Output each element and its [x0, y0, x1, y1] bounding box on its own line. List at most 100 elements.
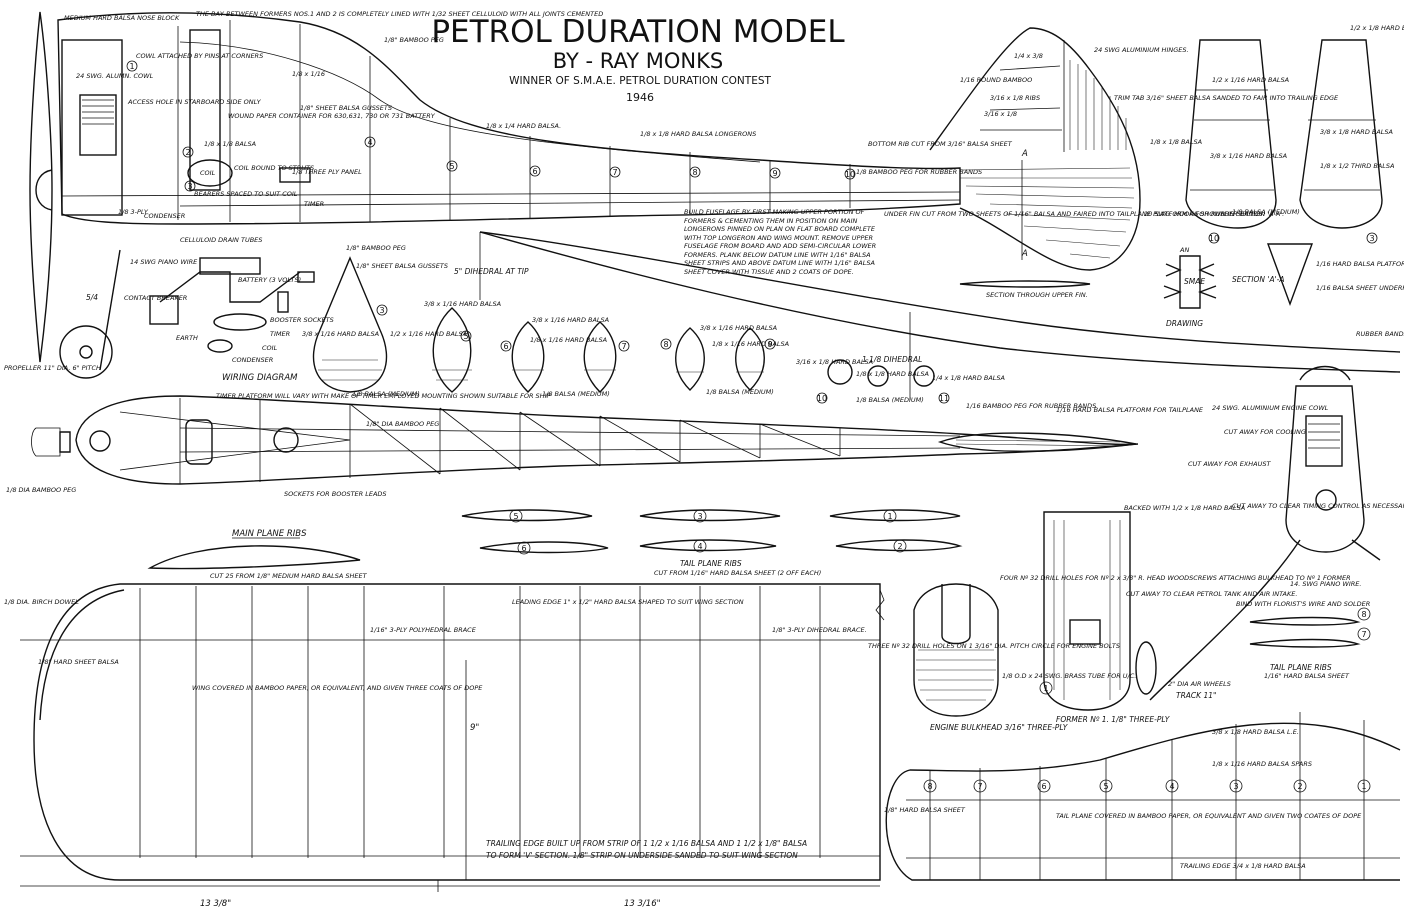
- three-ply-panel: [279, 167, 311, 183]
- wing-ribs: [139, 586, 821, 858]
- spinner: [35, 169, 53, 211]
- svg-text:1/16 ROUND BAMBOO: 1/16 ROUND BAMBOO: [960, 76, 1032, 84]
- tail-rib-right-2: [1249, 638, 1361, 648]
- svg-text:ACCESS HOLE IN STARBOARD SIDE: ACCESS HOLE IN STARBOARD SIDE ONLY: [127, 98, 262, 106]
- main-title: PETROL DURATION MODEL: [431, 14, 845, 50]
- svg-text:BACKED WITH 1/2 x 1/8 HARD BAL: BACKED WITH 1/2 x 1/8 HARD BALSA: [1124, 504, 1245, 512]
- svg-text:1/8 BALSA (MEDIUM): 1/8 BALSA (MEDIUM): [1232, 208, 1300, 216]
- svg-text:4: 4: [367, 138, 372, 147]
- svg-text:A: A: [1021, 149, 1028, 159]
- former-3: [312, 256, 388, 393]
- svg-text:SECTION THROUGH UPPER FIN.: SECTION THROUGH UPPER FIN.: [986, 291, 1088, 299]
- svg-text:TRIM TAB 3/16" SHEET BALSA SAN: TRIM TAB 3/16" SHEET BALSA SANDED TO FAI…: [1114, 94, 1339, 102]
- former-8: [735, 327, 765, 391]
- svg-text:1/8 BALSA (MEDIUM): 1/8 BALSA (MEDIUM): [706, 388, 774, 396]
- svg-text:SECTION 'A'-A: SECTION 'A'-A: [1232, 275, 1285, 284]
- svg-text:BOTTOM RIB CUT FROM 3/16" BALS: BOTTOM RIB CUT FROM 3/16" BALSA SHEET: [868, 140, 1013, 148]
- badge-wings: [1163, 263, 1217, 299]
- wing-upper-edge: [479, 231, 1401, 353]
- coil: [187, 159, 233, 187]
- svg-text:CONTACT BREAKER: CONTACT BREAKER: [124, 294, 187, 302]
- svg-text:1/8 BAMBOO PEG FOR RUBBER BAND: 1/8 BAMBOO PEG FOR RUBBER BANDS: [856, 168, 982, 176]
- svg-text:WIRING DIAGRAM: WIRING DIAGRAM: [222, 373, 298, 383]
- svg-text:10: 10: [845, 170, 855, 179]
- wing-outline: [33, 583, 881, 881]
- author: BY - RAY MONKS: [553, 49, 723, 73]
- svg-text:4: 4: [697, 542, 702, 551]
- former-4: [432, 307, 472, 393]
- svg-text:14. SWG PIANO WIRE.: 14. SWG PIANO WIRE.: [1290, 580, 1361, 588]
- svg-text:1: 1: [1043, 684, 1048, 693]
- smae-badge: AN SMAE DRAWING: [1163, 246, 1217, 328]
- tailplane-outline: [885, 722, 1401, 881]
- fin-labels: 1/4 x 3/8 1/16 ROUND BAMBOO 3/16 x 1/8 R…: [884, 46, 1339, 299]
- plan-cross-members: [179, 398, 961, 484]
- svg-text:10: 10: [1209, 234, 1219, 243]
- svg-text:A: A: [1021, 249, 1028, 259]
- svg-text:TAIL PLANE COVERED IN BAMBOO P: TAIL PLANE COVERED IN BAMBOO PAPER, OR E…: [1056, 812, 1362, 820]
- svg-text:1/8" SHEET BALSA GUSSETS: 1/8" SHEET BALSA GUSSETS: [356, 262, 448, 270]
- svg-text:1/8" DIA BAMBOO PEG: 1/8" DIA BAMBOO PEG: [366, 420, 439, 428]
- svg-text:1/8 3-PLY: 1/8 3-PLY: [118, 208, 149, 216]
- tail-rib-3: [639, 509, 781, 522]
- dihedral-centre-label: 1 1/8 DIHEDRAL: [862, 355, 922, 364]
- svg-text:4: 4: [1169, 782, 1174, 791]
- svg-text:1/8" SHEET BALSA GUSSETS: 1/8" SHEET BALSA GUSSETS: [300, 104, 392, 112]
- svg-text:2: 2: [897, 542, 902, 551]
- svg-text:1/16" 3-PLY POLYHEDRAL BRACE: 1/16" 3-PLY POLYHEDRAL BRACE: [370, 626, 477, 634]
- datum-longeron: [179, 199, 961, 207]
- booster-socket: [277, 291, 289, 313]
- svg-text:CELLULOID DRAIN TUBES: CELLULOID DRAIN TUBES: [180, 236, 262, 244]
- fin-side: 1/4 x 3/8 1/16 ROUND BAMBOO 3/16 x 1/8 R…: [884, 27, 1339, 299]
- svg-text:1/8" BAMBOO PEG: 1/8" BAMBOO PEG: [384, 36, 444, 44]
- svg-text:3/8 x 1/16 HARD BALSA: 3/8 x 1/16 HARD BALSA: [1210, 152, 1287, 160]
- svg-text:CUT AWAY TO CLEAR TIMING CONTR: CUT AWAY TO CLEAR TIMING CONTROL AS NECE…: [1232, 502, 1404, 510]
- svg-text:SMAE: SMAE: [1184, 277, 1205, 286]
- svg-text:6: 6: [503, 342, 508, 351]
- svg-text:1/8 BALSA (MEDIUM): 1/8 BALSA (MEDIUM): [542, 390, 610, 398]
- former-5: [511, 321, 545, 393]
- wing-front-view: 5" DIHEDRAL AT TIP 1 1/8 DIHEDRAL: [454, 231, 1401, 400]
- svg-text:COWL ATTACHED BY PINS AT CORNE: COWL ATTACHED BY PINS AT CORNERS: [136, 52, 263, 60]
- svg-text:1: 1: [129, 62, 134, 71]
- battery-container: [189, 29, 221, 191]
- former-section-numbers: 3 5 6 7 8 9 10 11: [376, 304, 950, 404]
- svg-text:TAIL PLANE RIBS: TAIL PLANE RIBS: [1270, 663, 1332, 672]
- wing-plan: 1/8 DIA. BIRCH DOWEL 1/8" HARD SHEET BAL…: [4, 583, 885, 909]
- front-engine: [1305, 415, 1343, 467]
- fin-outline: [929, 27, 1141, 271]
- nose-boss: [59, 431, 71, 453]
- former-sections: 3 5 6 7 8 9 10 11 1/8" BAMBOO PEG 1/8" S…: [302, 244, 1005, 404]
- nose-front-outline: [1285, 385, 1365, 553]
- svg-text:3: 3: [187, 182, 192, 191]
- svg-text:WING COVERED IN BAMBOO PAPER,: WING COVERED IN BAMBOO PAPER, OR EQUIVAL…: [192, 684, 483, 692]
- svg-text:1/8 x 1/8 HARD BALSA: 1/8 x 1/8 HARD BALSA: [856, 370, 929, 378]
- engine: [79, 94, 117, 156]
- tail-rib-2: [835, 539, 963, 552]
- svg-text:3/8 x 1/16 HARD BALSA: 3/8 x 1/16 HARD BALSA: [700, 324, 777, 332]
- tail-rib-4: [639, 539, 777, 552]
- plan-outline: [75, 395, 1139, 485]
- badge-body: [1179, 255, 1201, 309]
- section-a-a: [1266, 243, 1314, 307]
- svg-text:3: 3: [1233, 782, 1238, 791]
- prop-disc: [59, 325, 113, 379]
- svg-text:BIND WITH FLORIST'S WIRE AND S: BIND WITH FLORIST'S WIRE AND SOLDER: [1236, 600, 1370, 608]
- tail-rib-5: [461, 509, 593, 522]
- svg-text:1/16 HARD BALSA PLATFORM FOR T: 1/16 HARD BALSA PLATFORM FOR TAILPLANE: [1056, 406, 1204, 414]
- svg-text:WOUND PAPER CONTAINER FOR 630,: WOUND PAPER CONTAINER FOR 630,631, 730 O…: [228, 112, 436, 120]
- svg-text:UNDER FIN CUT FROM TWO SHEETS: UNDER FIN CUT FROM TWO SHEETS OF 1/16" B…: [884, 210, 1284, 218]
- svg-text:LEADING EDGE 1" x 1/2" HARD BA: LEADING EDGE 1" x 1/2" HARD BALSA SHAPED…: [512, 598, 744, 606]
- side-former-lines: [177, 20, 851, 222]
- svg-text:TO FORM 'V' SECTION. 1/8" STRI: TO FORM 'V' SECTION. 1/8" STRIP ON UNDER…: [486, 851, 798, 860]
- svg-text:2" DIA AIR WHEELS: 2" DIA AIR WHEELS: [1168, 680, 1231, 688]
- svg-text:1/8 x 1/2 THIRD BALSA: 1/8 x 1/2 THIRD BALSA: [1320, 162, 1394, 170]
- svg-text:5: 5: [463, 332, 468, 341]
- side-view-labels: MEDIUM HARD BALSA NOSE BLOCK THE BAY BET…: [64, 10, 1013, 244]
- wiring-lines: [159, 271, 301, 303]
- svg-text:1/2 x 1/16 HARD BALSA: 1/2 x 1/16 HARD BALSA: [390, 330, 467, 338]
- svg-text:1/8 O.D x 24 SWG. BRASS TUBE F: 1/8 O.D x 24 SWG. BRASS TUBE FOR U/C.: [1002, 672, 1136, 680]
- svg-text:8: 8: [1361, 610, 1366, 619]
- tail-rib-6: [479, 541, 609, 554]
